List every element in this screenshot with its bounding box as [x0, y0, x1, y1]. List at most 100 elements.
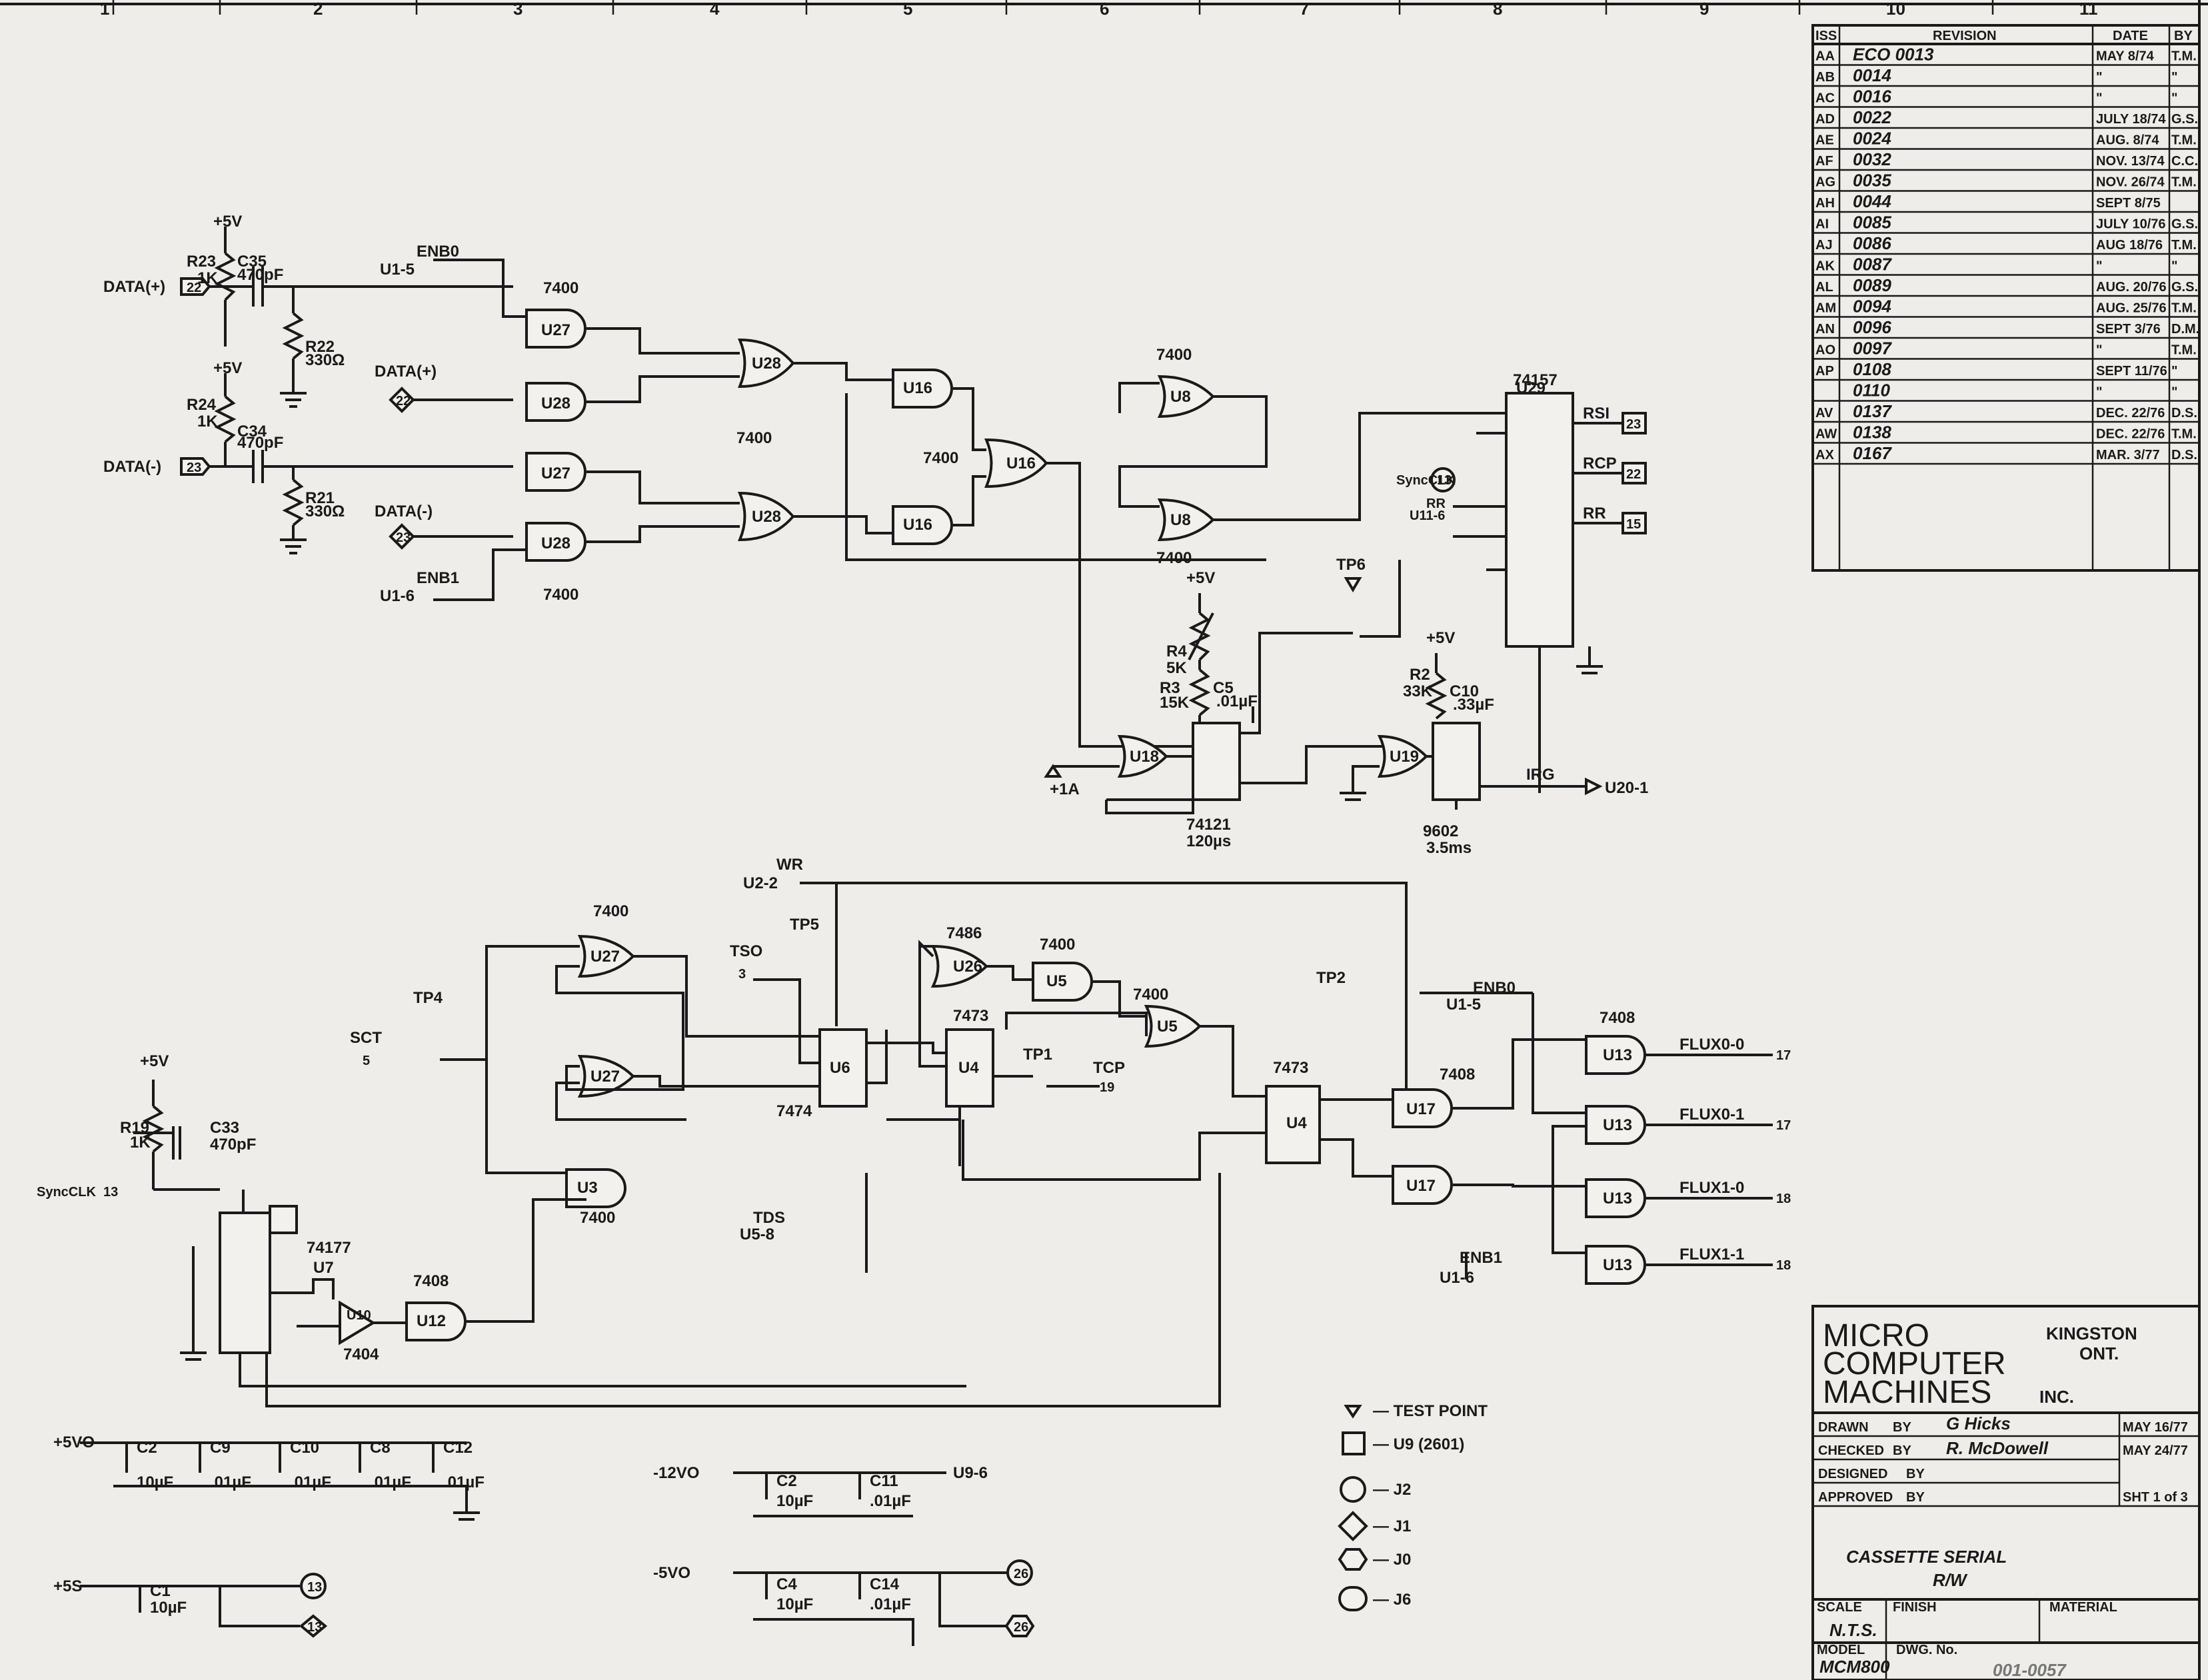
- label-flux00: FLUX0-0: [1679, 1036, 1744, 1054]
- finish-label: FINISH: [1893, 1600, 1937, 1615]
- label-c34: C34: [237, 422, 267, 440]
- drawn-by: G Hicks: [1946, 1413, 2011, 1433]
- label-c1: C1: [150, 1582, 171, 1600]
- rev-cell-date: MAR. 3/77: [2096, 448, 2160, 462]
- label-t7400: 7400: [923, 449, 958, 467]
- label-tcp: TCP: [1093, 1059, 1125, 1077]
- rev-header-revision: REVISION: [1933, 29, 1997, 43]
- label-tp2: TP2: [1316, 969, 1346, 987]
- label-t7400: 7400: [593, 902, 628, 920]
- label-c5: C5: [1213, 679, 1234, 697]
- label-u29: U29: [1516, 379, 1546, 397]
- label-syn-clk: SyncCLK: [1396, 473, 1456, 488]
- rev-cell-iss: AW: [1815, 427, 1837, 442]
- label-j-p2: 13: [307, 1620, 322, 1635]
- label-rr: RR: [1426, 496, 1446, 511]
- rev-cell-date: AUG. 25/76: [2096, 301, 2167, 316]
- label-u18: U18: [1130, 748, 1159, 766]
- label-u28: U28: [752, 355, 781, 373]
- rev-cell-iss: AE: [1815, 133, 1834, 148]
- label-u16: U16: [903, 379, 932, 397]
- rev-cell-date: MAY 8/74: [2096, 49, 2155, 64]
- label-j-sync: 13: [1437, 473, 1452, 488]
- label-j-tcp: 19: [1100, 1080, 1114, 1095]
- label-u27: U27: [541, 321, 570, 339]
- label-t7400: 7400: [543, 586, 578, 604]
- by-label: BY: [1893, 1420, 1911, 1435]
- diamond-icon: [1338, 1511, 1368, 1541]
- rev-cell-iss: AC: [1815, 91, 1835, 106]
- label-r3: R3: [1160, 679, 1180, 697]
- rev-cell-rev: 0094: [1853, 297, 1891, 317]
- label-u19: U19: [1390, 748, 1419, 766]
- write-section: [80, 882, 1773, 1646]
- label-u27: U27: [590, 948, 620, 966]
- label-t7400: 7400: [543, 279, 578, 297]
- label-c14: C14: [870, 1575, 900, 1593]
- label-u1-5-b: U1-5: [1446, 996, 1481, 1014]
- rev-cell-date: JULY 18/74: [2096, 112, 2166, 127]
- rev-cell-rev: 0022: [1853, 107, 1891, 127]
- by-label: BY: [1906, 1467, 1925, 1481]
- label-t7408: 7408: [413, 1272, 449, 1290]
- label-c33v: 470pF: [210, 1136, 256, 1154]
- rev-cell-rev: 0097: [1853, 339, 1892, 359]
- label-u28: U28: [541, 395, 570, 413]
- label-u17: U17: [1406, 1177, 1436, 1195]
- label-u1-6: U1-6: [380, 587, 415, 605]
- legend-label: — TEST POINT: [1373, 1402, 1488, 1420]
- label-j-data-plus: 22: [187, 281, 201, 295]
- label-j-f01: 17: [1776, 1118, 1791, 1133]
- border-number: 7: [1300, 0, 1309, 19]
- rev-cell-rev: 0086: [1853, 233, 1891, 253]
- label-u6: U6: [830, 1059, 850, 1077]
- label-u12: U12: [417, 1312, 446, 1330]
- label-c9: C9: [210, 1439, 231, 1457]
- company-line-2: COMPUTER: [1823, 1346, 2006, 1381]
- label-j-m2: 26: [1014, 1620, 1028, 1635]
- label-u5: U5: [1046, 972, 1067, 990]
- label-c35: C35: [237, 253, 267, 271]
- rev-cell-rev: 0138: [1853, 422, 1891, 442]
- rev-cell-by: D.M.: [2171, 322, 2199, 337]
- rev-cell-rev: 0085: [1853, 213, 1891, 233]
- label-j-f11: 18: [1776, 1258, 1791, 1273]
- label-r4v: 5K: [1166, 659, 1187, 677]
- label-j-d3: 23: [396, 530, 411, 545]
- label-c11v: .01µF: [870, 1492, 911, 1510]
- label-t74177: 74177: [307, 1239, 351, 1257]
- rev-cell-by: T.M.: [2171, 427, 2197, 442]
- rev-cell-rev: 0167: [1853, 443, 1892, 463]
- label-c12v: .01µF: [443, 1473, 485, 1491]
- label-t120: 120µs: [1186, 832, 1231, 850]
- label-plus1a: +1A: [1050, 780, 1080, 798]
- label-c34v: 470pF: [237, 434, 283, 452]
- label-rcp: RCP: [1583, 454, 1617, 472]
- border-number: 9: [1699, 0, 1709, 19]
- label-c8: C8: [370, 1439, 391, 1457]
- label-enb1: ENB1: [417, 569, 459, 587]
- label-t7486: 7486: [946, 924, 982, 942]
- rev-cell-by: C.C.: [2171, 154, 2198, 169]
- designed-label: DESIGNED: [1818, 1467, 1887, 1481]
- border-number: 5: [903, 0, 912, 19]
- label-c9v: .01µF: [210, 1473, 251, 1491]
- label-flux01: FLUX0-1: [1679, 1106, 1744, 1124]
- label-u4: U4: [958, 1059, 979, 1077]
- rev-cell-by: T.M.: [2171, 343, 2197, 358]
- label-t7404: 7404: [343, 1345, 379, 1363]
- label-u26: U26: [953, 958, 982, 976]
- label-j-f00: 17: [1776, 1048, 1791, 1063]
- label-r3v: 15K: [1160, 694, 1190, 712]
- dwg-number: 001-0057: [1993, 1660, 2067, 1680]
- label-u27: U27: [541, 464, 570, 482]
- label-r23: R23: [187, 253, 216, 271]
- label-enb1-b: ENB1: [1460, 1249, 1502, 1267]
- label-u11-6: U11-6: [1410, 508, 1445, 523]
- checked-label: CHECKED: [1818, 1443, 1884, 1458]
- label-t7400: 7400: [1156, 346, 1192, 364]
- label-p5s: +5S: [53, 1577, 82, 1595]
- rev-cell-iss: AH: [1815, 196, 1835, 211]
- rev-cell-iss: AM: [1815, 301, 1836, 316]
